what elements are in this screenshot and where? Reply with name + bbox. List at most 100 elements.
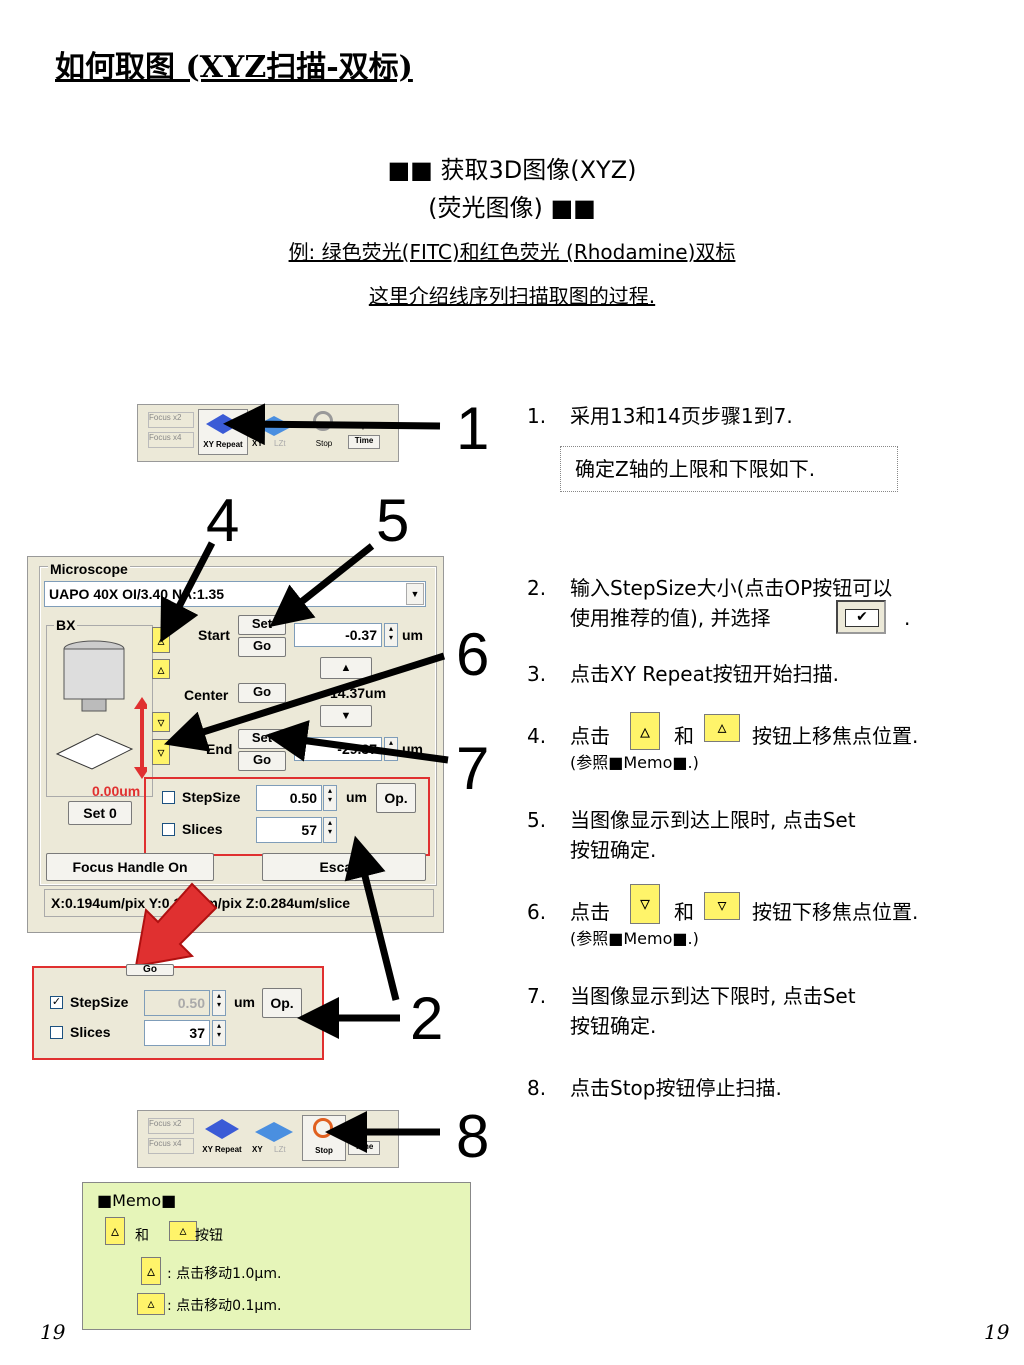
page-number-left: 19 [40, 1320, 66, 1344]
step-number: 5. [527, 808, 547, 832]
step-3-text: 点击XY Repeat按钮开始扫描. [570, 662, 840, 686]
stepsize-spinner[interactable]: ▴▾ [323, 785, 337, 811]
step-7-line1: 当图像显示到达下限时, 点击Set [570, 984, 856, 1008]
up-coarse-icon: ▵ [630, 712, 660, 750]
step-4-note: (参照■Memo■.) [570, 753, 699, 772]
slices-checkbox[interactable] [162, 823, 175, 836]
up-fine-icon: ▵ [704, 714, 740, 742]
zoom-slices-checkbox[interactable] [50, 1026, 63, 1039]
zoom-slices-label: Slices [70, 1024, 111, 1040]
callout-number-5: 5 [376, 487, 410, 554]
stepsize-checkbox[interactable] [162, 791, 175, 804]
stepsize-label: StepSize [182, 789, 241, 805]
memo-button-word: 按钮 [195, 1228, 223, 1244]
focus-x4-button[interactable]: Focus x4 [148, 432, 194, 448]
callout-number-8: 8 [456, 1103, 490, 1170]
zero-value: 0.00um [92, 783, 141, 799]
up-fine-button[interactable]: ▵ [152, 659, 170, 679]
xy-scan-icon [255, 1122, 293, 1142]
microscope-icon [55, 640, 147, 779]
set-zero-button[interactable]: Set 0 [68, 801, 132, 825]
zoom-stepsize-unit: um [234, 994, 255, 1010]
memo-coarse-icon: ▵ [141, 1257, 161, 1285]
memo-up-coarse-icon: ▵ [105, 1217, 125, 1245]
memo-coarse-text: : 点击移动1.0μm. [167, 1266, 282, 1282]
focus-handle-button[interactable]: Focus Handle On [46, 853, 214, 881]
memo-title: ■Memo■ [97, 1191, 177, 1210]
stepsize-unit: um [346, 789, 367, 805]
start-label: Start [198, 627, 230, 643]
section-subheading: (荧光图像) ■■ [428, 194, 596, 222]
focus-x2-button[interactable]: Focus x2 [148, 1118, 194, 1134]
step-6-text: 按钮下移焦点位置. [752, 900, 919, 924]
memo-note: ■Memo■ ▵ 和 ▵ 按钮 ▵ : 点击移动1.0μm. ▵ : 点击移动0… [82, 1182, 471, 1330]
step-5-line1: 当图像显示到达上限时, 点击Set [570, 808, 856, 832]
center-down-button[interactable]: ▼ [320, 705, 372, 727]
start-go-button[interactable]: Go [238, 637, 286, 657]
callout-arrow-7 [265, 720, 449, 764]
center-label: Center [184, 687, 229, 703]
op-button[interactable]: Op. [376, 783, 416, 813]
step-number: 3. [527, 662, 547, 686]
memo-fine-icon: ▵ [137, 1293, 165, 1315]
slices-field[interactable]: 57 [256, 817, 322, 843]
focus-x4-button[interactable]: Focus x4 [148, 1138, 194, 1154]
callout-number-2: 2 [410, 985, 444, 1052]
intro-line: 这里介绍线序列扫描取图的过程. [368, 284, 656, 308]
callout-arrow-2a [344, 835, 400, 1001]
page-number-right: 19 [984, 1320, 1010, 1344]
lzt-label: LZt [274, 439, 286, 448]
xy-label: XY [252, 1145, 263, 1154]
memo-up-fine-icon: ▵ [169, 1221, 197, 1241]
slices-spinner[interactable]: ▴▾ [323, 817, 337, 843]
step-number: 6. [527, 900, 547, 924]
start-spinner[interactable]: ▴▾ [384, 623, 398, 647]
step-6-note: (参照■Memo■.) [570, 929, 699, 948]
callout-arrow-6 [163, 652, 446, 752]
stop-button[interactable]: Stop [304, 409, 344, 453]
step-number: 7. [527, 984, 547, 1008]
stop-label: Stop [315, 1146, 333, 1155]
callout-arrow-1 [223, 403, 441, 446]
xy-repeat-icon [205, 1119, 239, 1139]
checkmark-icon: ✔ [836, 600, 886, 634]
xy-repeat-label: XY Repeat [203, 440, 243, 449]
step-4-text: 按钮上移焦点位置. [752, 724, 919, 748]
zoom-stepsize-spinner[interactable]: ▴▾ [212, 990, 226, 1016]
memo-and: 和 [135, 1228, 149, 1244]
step-6-and: 和 [674, 900, 694, 924]
zoom-slices-spinner[interactable]: ▴▾ [212, 1020, 226, 1046]
zoom-stepsize-field[interactable]: 0.50 [144, 990, 210, 1016]
arrow-down-left-icon [134, 882, 218, 968]
stop-label: Stop [315, 439, 333, 448]
step-8-text: 点击Stop按钮停止扫描. [570, 1076, 782, 1100]
memo-fine-text: : 点击移动0.1μm. [167, 1298, 282, 1314]
callout-arrow-5 [269, 543, 375, 628]
step-1-note: 确定Z轴的上限和下限如下. [560, 446, 898, 492]
down-coarse-icon: ▿ [630, 884, 660, 924]
zoom-op-button[interactable]: Op. [262, 988, 302, 1018]
stepsize-field[interactable]: 0.50 [256, 785, 322, 811]
focus-x2-button[interactable]: Focus x2 [148, 412, 194, 428]
lzt-label: LZt [274, 1145, 286, 1154]
step-2-line2: 使用推荐的值), 并选择 [570, 606, 771, 630]
time-button[interactable]: Time [348, 435, 380, 449]
step-6-click: 点击 [570, 900, 610, 924]
step-number: 4. [527, 724, 547, 748]
page-title: 如何取图 (XYZ扫描-双标) [55, 50, 413, 85]
center-up-button[interactable]: ▲ [320, 657, 372, 679]
xy-repeat-button[interactable]: XY Repeat [198, 1115, 246, 1159]
callout-number-1: 1 [456, 395, 490, 462]
chevron-down-icon[interactable]: ▼ [406, 583, 424, 605]
section-heading: ■■ 获取3D图像(XYZ) [387, 156, 637, 184]
center-go-button[interactable]: Go [238, 683, 286, 703]
zoom-stepsize-checkbox[interactable]: ✓ [50, 996, 63, 1009]
zoom-slices-field[interactable]: 37 [144, 1020, 210, 1046]
stop-icon [313, 411, 333, 431]
step-2-end: . [904, 606, 911, 630]
objective-select[interactable]: UAPO 40X OI/3.40 NA:1.35 [44, 581, 426, 607]
zoom-go-button[interactable]: Go [126, 964, 174, 976]
xy-button[interactable]: XY LZt [250, 1115, 298, 1159]
bx-label: BX [54, 617, 78, 633]
